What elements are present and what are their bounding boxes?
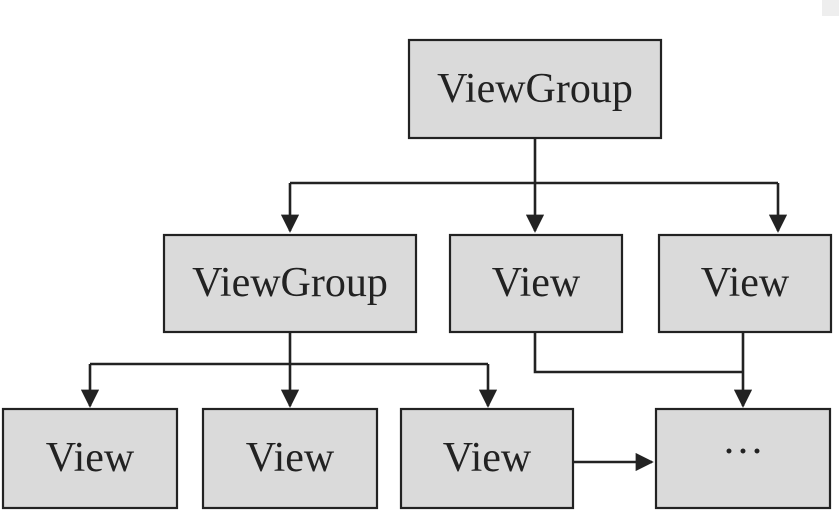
node-label: View	[701, 260, 790, 306]
node-view-mid: View	[448, 233, 624, 334]
corner-mark	[822, 0, 839, 16]
edges-to-more	[533, 332, 753, 472]
node-label: View	[492, 260, 581, 306]
node-label: View	[46, 435, 135, 481]
node-root-viewgroup: ViewGroup	[407, 38, 663, 140]
node-label: View	[443, 435, 532, 481]
node-child-viewgroup: ViewGroup	[162, 233, 418, 334]
edges-root-to-children	[280, 138, 788, 233]
edge-view-mid-to-more	[533, 332, 743, 374]
node-box	[654, 407, 832, 510]
node-more-ellipsis: ···	[654, 407, 832, 510]
edges-group-to-leaves	[80, 332, 498, 408]
node-box	[657, 233, 833, 334]
node-label: View	[246, 435, 335, 481]
node-box	[407, 38, 663, 140]
ellipsis-label: ···	[722, 429, 764, 475]
node-box	[162, 233, 418, 334]
node-leaf-view-2: View	[201, 407, 379, 510]
node-box	[399, 407, 575, 510]
node-label: ViewGroup	[192, 260, 388, 306]
node-leaf-view-3: View	[399, 407, 575, 510]
node-box	[201, 407, 379, 510]
node-box	[448, 233, 624, 334]
node-view-right: View	[657, 233, 833, 334]
node-box	[1, 407, 179, 510]
node-label: ViewGroup	[437, 66, 633, 112]
node-leaf-view-1: View	[1, 407, 179, 510]
